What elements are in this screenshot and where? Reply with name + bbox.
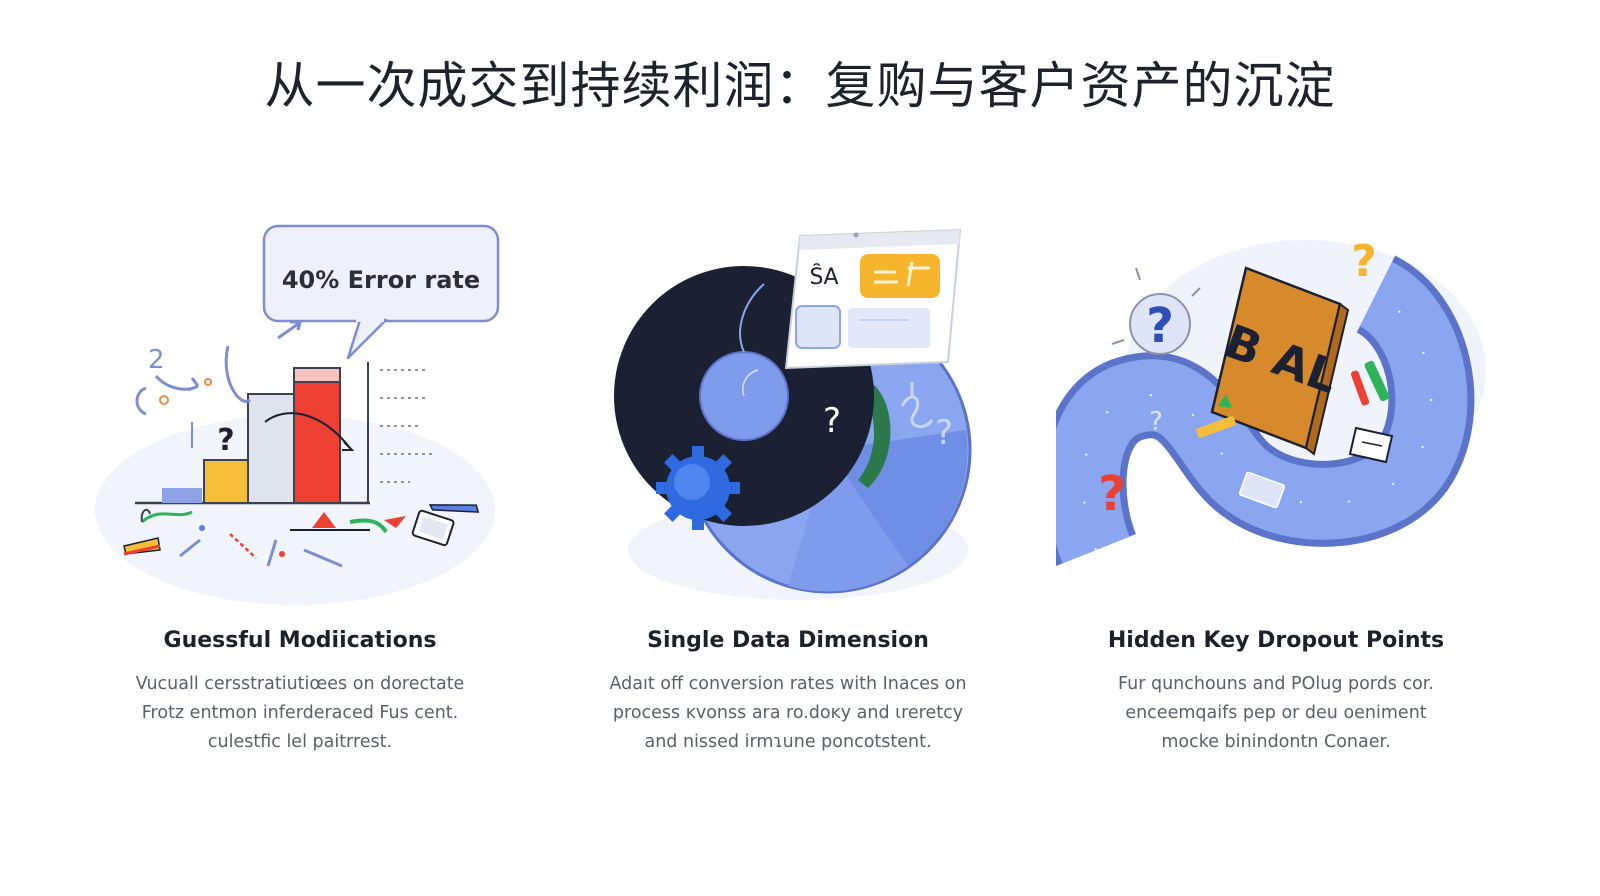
window-label: S̑A [809,264,838,290]
error-rate-label: 40% Error rate [282,266,480,294]
card-guessful-modifications: 40% Error rate ? 2 [80,210,520,770]
browser-window: S̑A [784,228,962,370]
card-description: Vucuall cersstratiutiœes on dorectate Fr… [80,670,520,757]
card-description-line: Vucuall cersstratiutiœes on dorectate [135,674,465,694]
bar-chart-error-illustration: 40% Error rate ? 2 [95,224,500,605]
card-description-line: enceemqaifs pep or deu oeniment [1125,703,1427,723]
card-description-line: mocke binindontn Conaer. [1161,732,1391,752]
svg-text:?: ? [1146,298,1174,354]
card-heading: Hidden Key Dropout Points [1107,628,1445,653]
svg-text:?: ? [1351,236,1377,287]
svg-text:2: 2 [148,345,165,375]
vinyl-data-illustration: ? ? S̑A [614,228,972,600]
error-rate-bubble: 40% Error rate [262,224,500,360]
card-description: Adaıt off conversion rates with Inaces o… [568,670,1008,757]
card-description-line: Fur qunchouns and POlug pords cor. [1118,674,1434,694]
card-description: Fur qunchouns and POlug pords cor. encee… [1056,670,1496,757]
book-illustration: B AL [1210,266,1350,456]
card-description-line: Adaıt off conversion rates with Inaces o… [609,674,967,694]
winding-path-illustration: B AL ? ? ? ? [1056,236,1486,566]
card-heading: Single Data Dimension [647,628,929,653]
svg-text:?: ? [217,423,234,458]
svg-text:?: ? [823,401,841,441]
card-heading: Guessful Modiications [163,628,437,653]
svg-text:?: ? [935,413,953,453]
page-title: 从一次成交到持续利润：复购与客户资产的沉淀 [264,57,1336,115]
card-description-line: and nissed irmɿune poncotstent. [644,732,932,752]
card-description-line: process ĸvonss ara ro.doĸy and ɩreretcy [612,703,964,723]
card-single-data-dimension: ? ? S̑A [568,210,1008,770]
gear-icon [656,446,740,530]
svg-text:?: ? [1098,466,1126,522]
card-description-line: Frotz entmon inferderaced Fus cent. [141,703,459,723]
card-description-line: culestfic lel paitrrest. [207,732,393,752]
svg-text:?: ? [1149,407,1163,437]
card-hidden-key-dropout-points: B AL ? ? ? ? Hidden Key Dropout Points F… [1056,210,1496,770]
